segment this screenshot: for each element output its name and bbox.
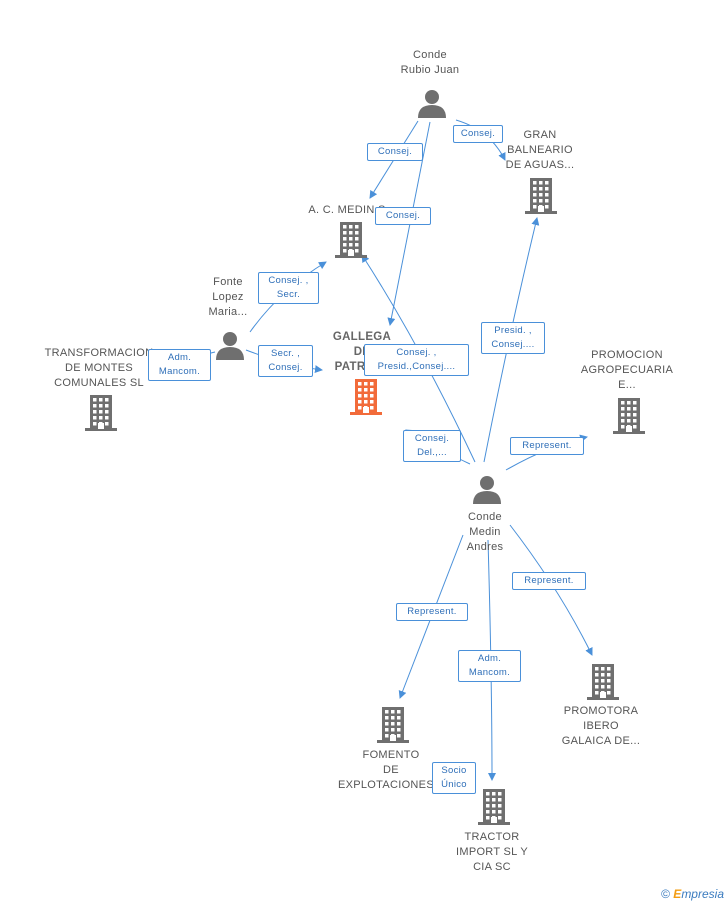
- node-label-line: Medin: [469, 526, 501, 538]
- edge-label-e13[interactable]: Adm. Mancom.: [458, 650, 521, 682]
- edge-label-line: Adm.: [477, 653, 502, 664]
- node-label-line: Lopez: [212, 291, 244, 303]
- node-label-line: Fonte: [213, 276, 243, 288]
- gran-balneario-building-icon[interactable]: [525, 178, 557, 219]
- edge-label-line: Consej....: [491, 339, 535, 350]
- node-label-line: GALLEGA: [332, 331, 392, 343]
- node-label-line: GALAICA DE...: [561, 735, 641, 747]
- transformacion-label[interactable]: TRANSFORMACION DE MONTES COMUNALES SL: [34, 346, 164, 391]
- edge-label-line: Consej.: [385, 210, 421, 221]
- edge-label-line: Secr.: [276, 289, 301, 300]
- node-label-line: DE MONTES: [64, 362, 134, 374]
- brand-footer[interactable]: © Empresia: [661, 887, 724, 901]
- edge-label-line: Consej.: [377, 146, 413, 157]
- promotora-label[interactable]: PROMOTORA IBERO GALAICA DE...: [546, 704, 656, 749]
- edge-label-line: Represent.: [407, 606, 457, 617]
- node-label-line: DE: [383, 764, 399, 776]
- edge-label-line: Socio: [441, 765, 467, 776]
- node-label-line: Conde: [468, 511, 502, 523]
- edge-label-line: Consej.: [414, 433, 450, 444]
- promotora-building-icon[interactable]: [587, 664, 619, 705]
- node-label-line: CIA SC: [473, 861, 511, 873]
- promocion-label[interactable]: PROMOCION AGROPECUARIA E...: [572, 348, 682, 393]
- edge-label-line: Secr. ,: [270, 348, 301, 359]
- edge-label-line: Consej.: [268, 362, 303, 373]
- edge-label-line: Consej. ,: [268, 275, 309, 286]
- edge-label-e11[interactable]: Represent.: [512, 572, 586, 590]
- edge-label-e2[interactable]: Consej.: [453, 125, 503, 143]
- node-label-line: Maria...: [208, 306, 248, 318]
- edge-label-line: Represent.: [522, 440, 572, 451]
- node-label-line: FOMENTO: [362, 749, 420, 761]
- edge-label-line: Mancom.: [468, 667, 511, 678]
- edge-label-e1[interactable]: Consej.: [367, 143, 423, 161]
- node-label-line: TRACTOR: [464, 831, 520, 843]
- promocion-building-icon[interactable]: [613, 398, 645, 439]
- edge-label-line: Consej. ,: [396, 347, 437, 358]
- copyright-icon: ©: [661, 887, 670, 901]
- brand-logo-text: mpresia: [681, 887, 724, 901]
- node-label-line: IMPORT SL Y: [456, 846, 528, 858]
- edge-label-line: Presid.,Consej....: [377, 361, 456, 372]
- edge-label-e3[interactable]: Consej.: [375, 207, 431, 225]
- transformacion-building-icon[interactable]: [85, 395, 117, 436]
- node-label-line: E...: [618, 379, 636, 391]
- edge-label-line: Represent.: [524, 575, 574, 586]
- node-label-line: COMUNALES SL: [54, 377, 144, 389]
- edge-11: [509, 524, 593, 656]
- node-label-line: AGROPECUARIA: [580, 364, 674, 376]
- fomento-building-icon[interactable]: [377, 707, 409, 748]
- node-label-line: A. C. MEDIN S...: [308, 204, 396, 216]
- node-label-line: Andres: [466, 541, 504, 553]
- edge-label-e9[interactable]: Consej. Del.,...: [403, 430, 461, 462]
- edge-label-e4[interactable]: Consej. , Secr.: [258, 272, 319, 304]
- edge-label-e6[interactable]: Secr. , Consej.: [258, 345, 313, 377]
- node-label-line: GRAN: [523, 129, 557, 141]
- edge-label-line: Consej.: [460, 128, 496, 139]
- edge-label-line: Mancom.: [158, 366, 201, 377]
- fomento-label[interactable]: FOMENTO DE EXPLOTACIONES...: [331, 748, 451, 793]
- node-label-line: BALNEARIO: [507, 144, 573, 156]
- ac-medin-label[interactable]: A. C. MEDIN S...: [297, 203, 407, 218]
- tractor-building-icon[interactable]: [478, 789, 510, 830]
- node-label-line: Conde: [413, 49, 447, 61]
- ac-medin-building-icon[interactable]: [335, 222, 367, 263]
- edge-label-e5[interactable]: Adm. Mancom.: [148, 349, 211, 381]
- conde-medin-person-icon[interactable]: [472, 474, 502, 509]
- gran-balneario-label[interactable]: GRAN BALNEARIO DE AGUAS...: [485, 128, 595, 173]
- edge-label-e12[interactable]: Represent.: [396, 603, 468, 621]
- edge-label-line: Único: [441, 779, 467, 790]
- edge-label-line: Adm.: [167, 352, 192, 363]
- node-label-line: PROMOCION: [591, 349, 663, 361]
- brand-logo-initial: E: [673, 887, 682, 901]
- node-label-line: PROMOTORA: [563, 705, 639, 717]
- edge-label-e7[interactable]: Consej. , Presid.,Consej....: [364, 344, 469, 376]
- node-label-line: IBERO: [583, 720, 619, 732]
- edge-label-e8[interactable]: Presid. , Consej....: [481, 322, 545, 354]
- conde-rubio-person-icon[interactable]: [417, 88, 447, 123]
- tractor-label[interactable]: TRACTOR IMPORT SL Y CIA SC: [437, 830, 547, 875]
- gallega-building-icon[interactable]: [350, 379, 382, 420]
- fonte-lopez-person-icon[interactable]: [215, 330, 245, 365]
- edge-label-line: Del.,...: [417, 447, 447, 458]
- edge-label-e10[interactable]: Represent.: [510, 437, 584, 455]
- node-label-line: EXPLOTACIONES...: [337, 779, 445, 791]
- node-label-line: TRANSFORMACION: [44, 347, 154, 359]
- node-label-line: Rubio Juan: [400, 64, 460, 76]
- node-label-line: DE AGUAS...: [505, 159, 575, 171]
- edge-label-line: Presid. ,: [494, 325, 532, 336]
